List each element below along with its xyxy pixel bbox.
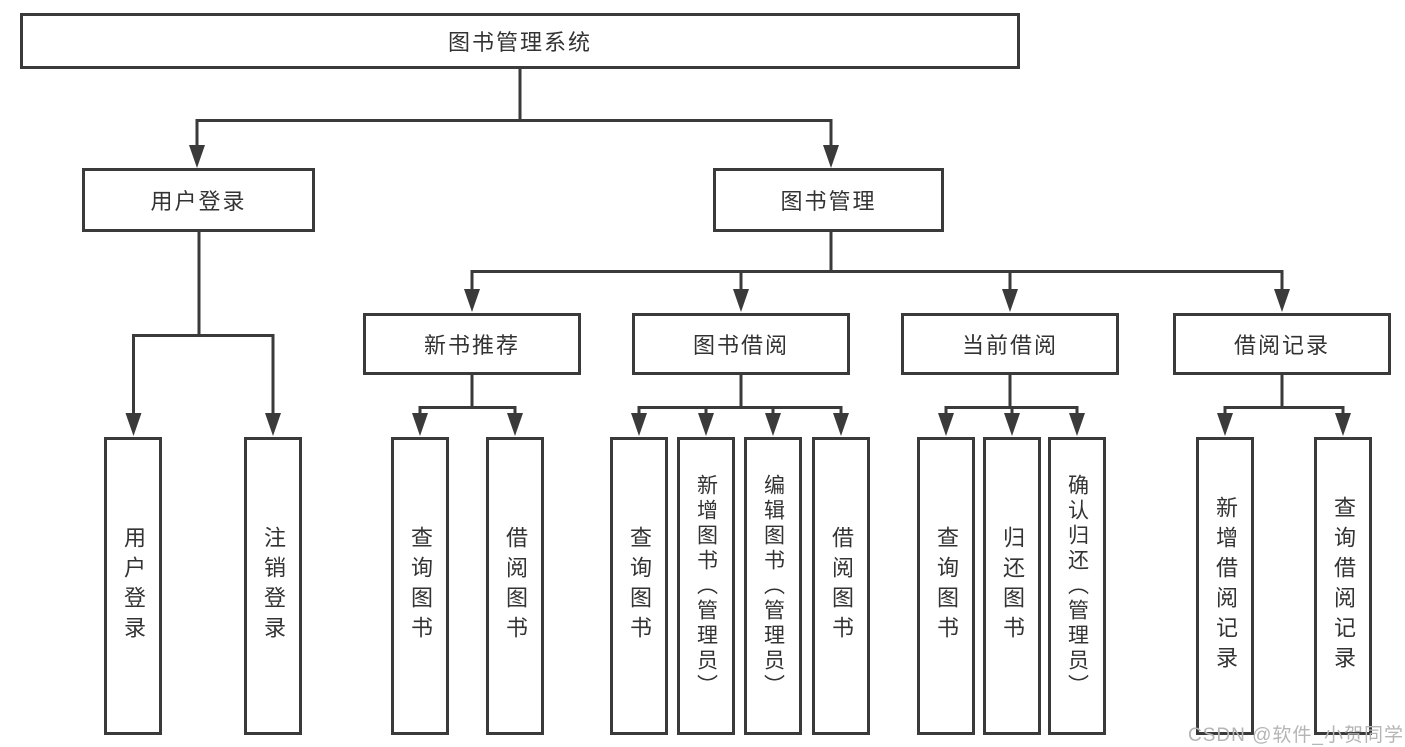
leaf-borrow-books-recommend-label: 借阅图书 — [503, 526, 528, 646]
leaf-query-books-recommend: 查询图书 — [391, 437, 449, 735]
node-book-borrow: 图书借阅 — [632, 313, 850, 375]
leaf-add-borrow-record-label: 新增借阅记录 — [1213, 496, 1238, 676]
node-user-login: 用户登录 — [82, 168, 315, 232]
leaf-user-login-label: 用户登录 — [121, 526, 146, 646]
leaf-add-book-admin-label: 新增图书（管理员） — [694, 473, 718, 699]
node-borrow-records-label: 借阅记录 — [1233, 333, 1330, 358]
leaf-confirm-return-admin-label: 确认归还（管理员） — [1065, 473, 1089, 699]
leaf-query-books-current: 查询图书 — [917, 437, 975, 735]
leaf-add-book-admin: 新增图书（管理员） — [677, 437, 735, 735]
node-current-borrow-label: 当前借阅 — [961, 333, 1058, 358]
node-new-book-recommend: 新书推荐 — [363, 313, 581, 375]
leaf-query-books-current-label: 查询图书 — [934, 526, 959, 646]
leaf-query-books-borrow: 查询图书 — [610, 437, 668, 735]
leaf-edit-book-admin: 编辑图书（管理员） — [744, 437, 802, 735]
leaf-borrow-books-label: 借阅图书 — [829, 526, 854, 646]
leaf-user-login: 用户登录 — [104, 437, 162, 735]
node-book-management-label: 图书管理 — [780, 189, 877, 214]
leaf-logout: 注销登录 — [244, 437, 302, 735]
node-book-borrow-label: 图书借阅 — [692, 333, 789, 358]
leaf-return-book-label: 归还图书 — [1000, 526, 1025, 646]
leaf-query-books-recommend-label: 查询图书 — [408, 526, 433, 646]
node-system-root: 图书管理系统 — [20, 13, 1020, 69]
node-borrow-records: 借阅记录 — [1173, 313, 1391, 375]
leaf-query-books-borrow-label: 查询图书 — [627, 526, 652, 646]
leaf-return-book: 归还图书 — [983, 437, 1041, 735]
leaf-confirm-return-admin: 确认归还（管理员） — [1048, 437, 1106, 735]
node-user-login-label: 用户登录 — [150, 189, 247, 214]
node-book-management: 图书管理 — [713, 168, 944, 232]
leaf-borrow-books: 借阅图书 — [812, 437, 870, 735]
leaf-query-borrow-record: 查询借阅记录 — [1314, 437, 1372, 735]
node-system-root-label: 图书管理系统 — [447, 30, 592, 55]
watermark: CSDN @软件_小贺同学 — [1188, 725, 1404, 746]
leaf-edit-book-admin-label: 编辑图书（管理员） — [761, 473, 785, 699]
leaf-query-borrow-record-label: 查询借阅记录 — [1331, 496, 1356, 676]
leaf-borrow-books-recommend: 借阅图书 — [486, 437, 544, 735]
leaf-logout-label: 注销登录 — [261, 526, 286, 646]
node-current-borrow: 当前借阅 — [901, 313, 1119, 375]
leaf-add-borrow-record: 新增借阅记录 — [1196, 437, 1254, 735]
node-new-book-recommend-label: 新书推荐 — [423, 333, 520, 358]
